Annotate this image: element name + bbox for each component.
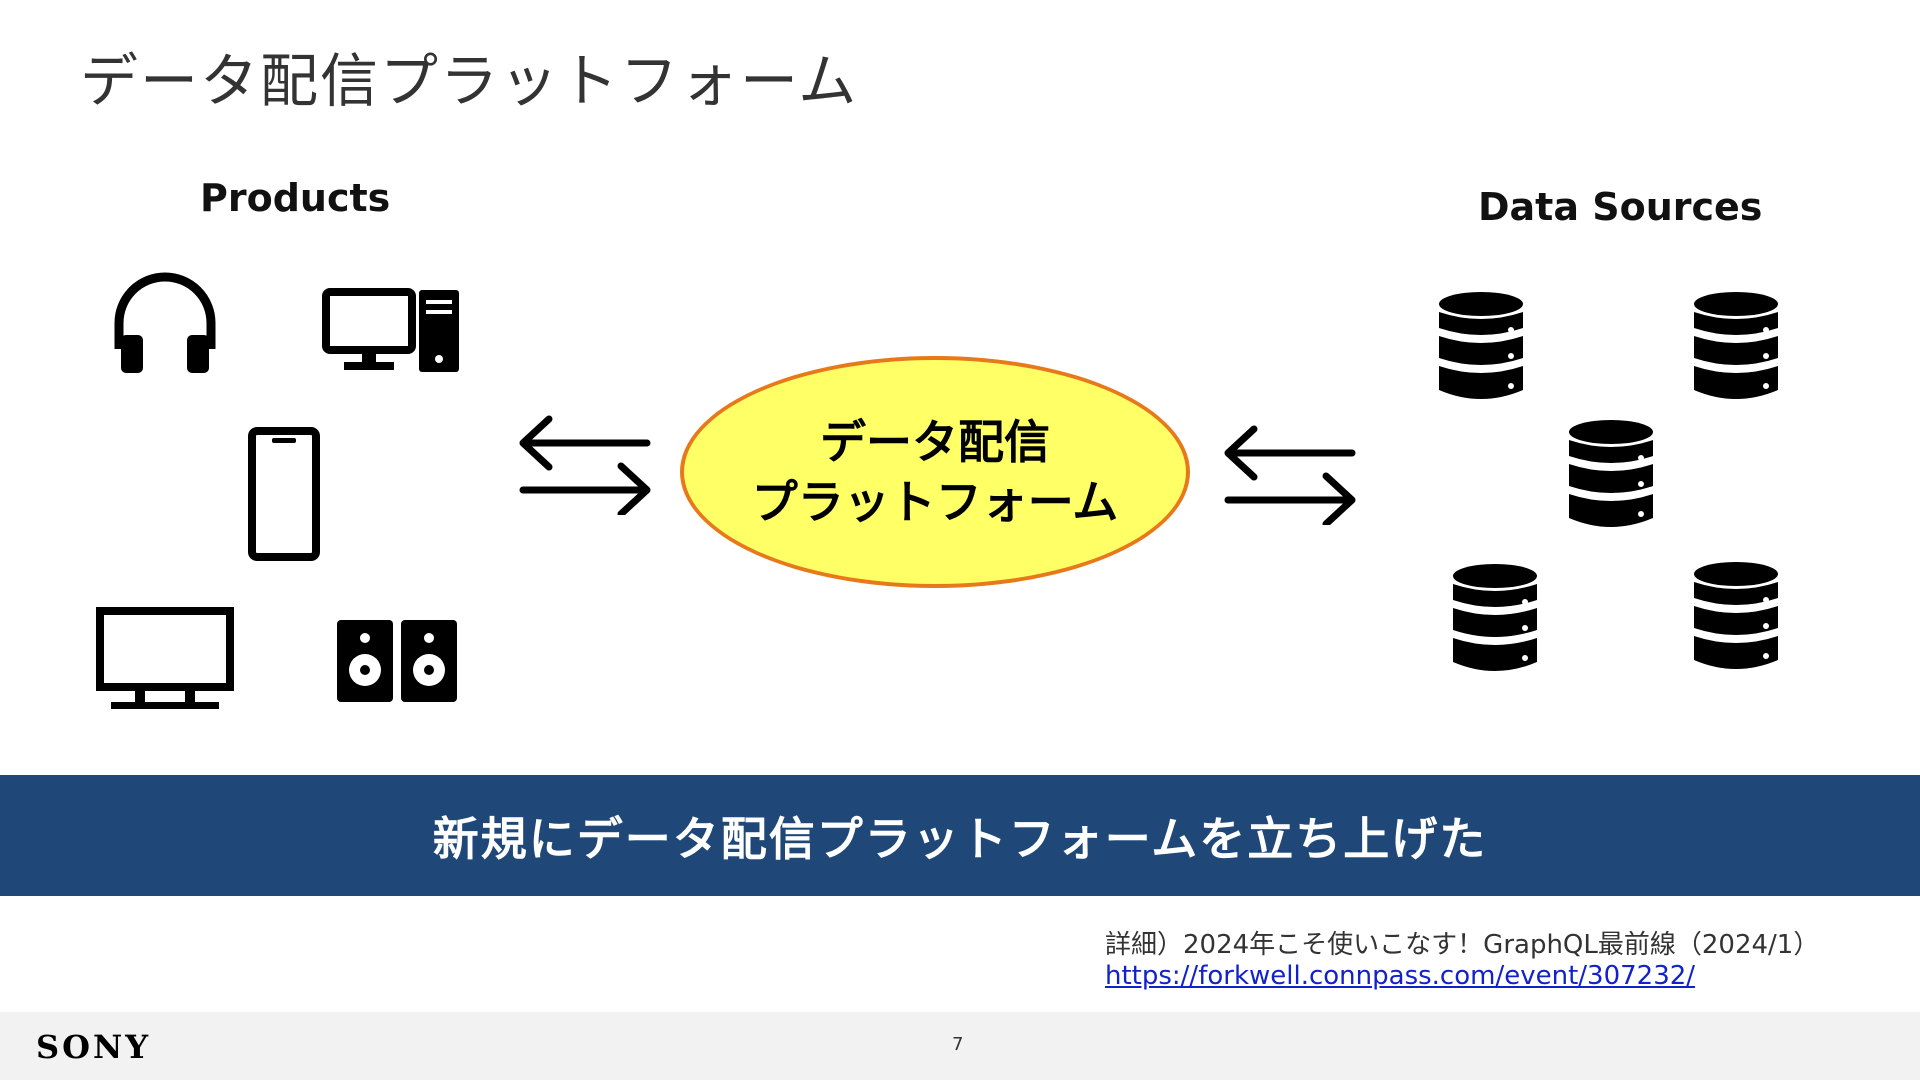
speakers-icon: [337, 620, 457, 702]
summary-banner: 新規にデータ配信プラットフォームを立ち上げた: [0, 775, 1920, 896]
database-icon: [1569, 420, 1653, 527]
reference-link[interactable]: https://forkwell.connpass.com/event/3072…: [1105, 961, 1696, 991]
platform-label-line2: プラットフォーム: [751, 475, 1119, 529]
footer: SONY 7: [0, 1012, 1920, 1080]
data-platform-ellipse: データ配信 プラットフォーム: [680, 356, 1190, 588]
database-icon: [1453, 564, 1537, 671]
smartphone-icon: [248, 427, 320, 561]
database-icon: [1694, 562, 1778, 669]
database-icon: [1694, 292, 1778, 399]
sony-logo: SONY: [36, 1028, 152, 1066]
platform-label-line1: データ配信: [820, 415, 1050, 469]
data-sources-label: Data Sources: [1478, 185, 1763, 229]
products-label: Products: [200, 176, 391, 220]
bidirectional-arrows-icon: [519, 415, 651, 515]
database-icon: [1439, 292, 1523, 399]
bidirectional-arrows-icon: [1224, 425, 1356, 525]
desktop-pc-icon: [322, 288, 459, 372]
page-number: 7: [952, 1034, 964, 1055]
tv-icon: [96, 607, 234, 709]
reference-text: 詳細）2024年こそ使いこなす！GraphQL最前線（2024/1）: [1105, 930, 1820, 960]
slide-title: データ配信プラットフォーム: [80, 47, 859, 115]
summary-banner-text: 新規にデータ配信プラットフォームを立ち上げた: [432, 811, 1488, 866]
headphones-icon: [114, 272, 216, 373]
